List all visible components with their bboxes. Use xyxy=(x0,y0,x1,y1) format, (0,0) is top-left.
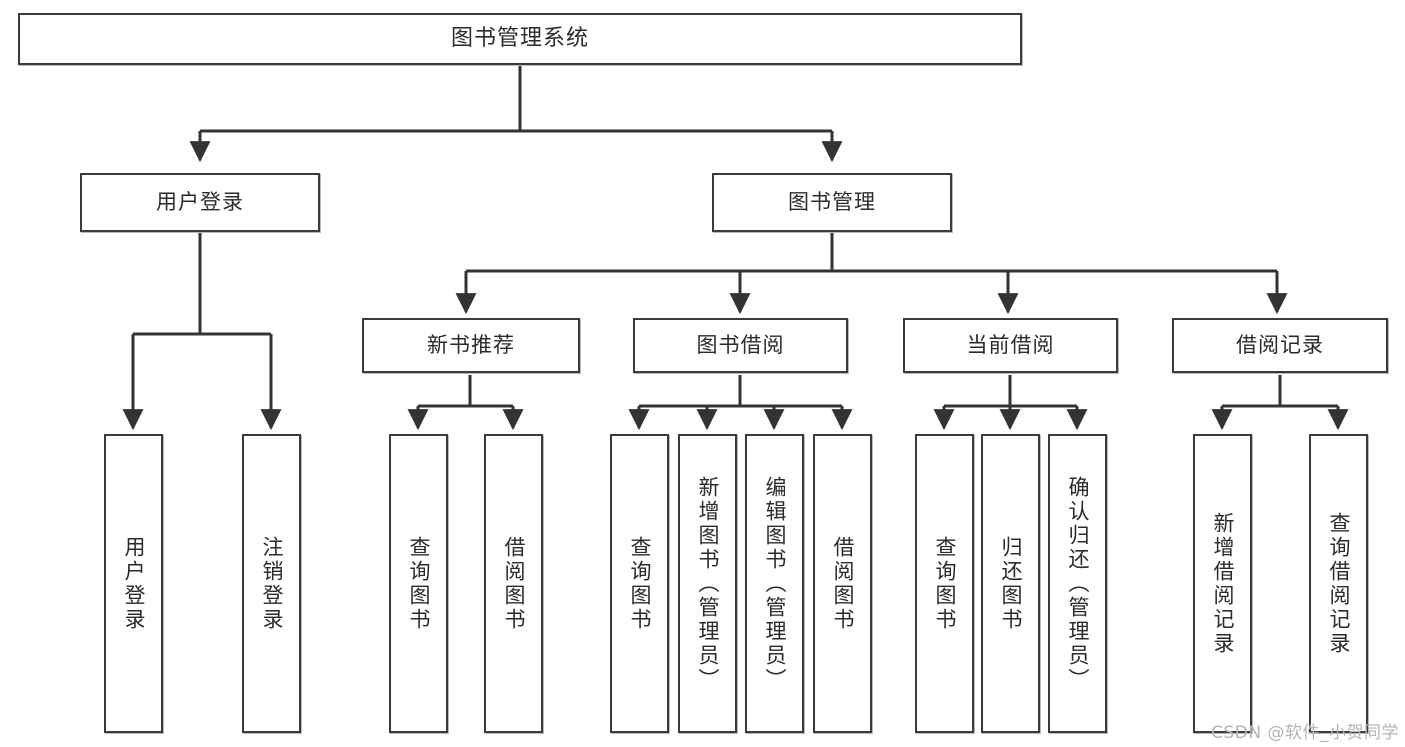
node-label: 查询图书 xyxy=(628,535,652,632)
leaf-borrow-record-add[interactable]: 新增借阅记录 xyxy=(1193,434,1252,733)
leaf-book-borrow-edit[interactable]: 编辑图书（管理员） xyxy=(745,434,804,733)
leaf-user-login-logout[interactable]: 注销登录 xyxy=(242,434,301,733)
node-current-borrow[interactable]: 当前借阅 xyxy=(903,318,1118,373)
leaf-book-borrow-query[interactable]: 查询图书 xyxy=(610,434,669,733)
node-label: 查询图书 xyxy=(407,535,431,632)
leaf-book-borrow-borrow[interactable]: 借阅图书 xyxy=(813,434,872,733)
node-label: 查询借阅记录 xyxy=(1327,511,1351,656)
node-label: 图书借阅 xyxy=(696,332,785,357)
node-label: 借阅记录 xyxy=(1236,332,1324,357)
node-new-book-recommend[interactable]: 新书推荐 xyxy=(362,318,580,373)
node-label: 注销登录 xyxy=(260,535,284,632)
node-root-system[interactable]: 图书管理系统 xyxy=(18,13,1022,65)
leaf-user-login-login[interactable]: 用户登录 xyxy=(104,434,163,733)
node-label: 编辑图书（管理员） xyxy=(763,475,787,692)
node-label: 归还图书 xyxy=(999,535,1023,632)
node-label: 用户登录 xyxy=(122,535,146,632)
leaf-book-borrow-add[interactable]: 新增图书（管理员） xyxy=(678,434,737,733)
node-label: 用户登录 xyxy=(156,189,244,214)
node-book-management[interactable]: 图书管理 xyxy=(712,173,952,232)
node-label: 新增借阅记录 xyxy=(1211,511,1235,656)
leaf-borrow-record-query[interactable]: 查询借阅记录 xyxy=(1309,434,1368,733)
node-label: 图书管理 xyxy=(788,189,876,214)
node-user-login[interactable]: 用户登录 xyxy=(80,173,320,232)
leaf-current-borrow-query[interactable]: 查询图书 xyxy=(915,434,974,733)
node-label: 确认归还（管理员） xyxy=(1066,475,1090,692)
watermark-text: CSDN @软件_小贺同学 xyxy=(1211,723,1399,743)
node-label: 借阅图书 xyxy=(831,535,855,632)
node-label: 新增图书（管理员） xyxy=(696,475,720,692)
node-label: 当前借阅 xyxy=(966,332,1055,357)
node-label: 借阅图书 xyxy=(502,535,526,632)
node-label: 查询图书 xyxy=(933,535,957,632)
node-book-borrow[interactable]: 图书借阅 xyxy=(633,318,848,373)
leaf-new-book-borrow[interactable]: 借阅图书 xyxy=(484,434,543,733)
node-borrow-record[interactable]: 借阅记录 xyxy=(1172,318,1388,373)
leaf-current-borrow-return[interactable]: 归还图书 xyxy=(981,434,1040,733)
node-label: 新书推荐 xyxy=(427,332,515,357)
leaf-new-book-query[interactable]: 查询图书 xyxy=(389,434,448,733)
leaf-current-borrow-confirm-return[interactable]: 确认归还（管理员） xyxy=(1048,434,1107,733)
node-label: 图书管理系统 xyxy=(450,25,589,51)
